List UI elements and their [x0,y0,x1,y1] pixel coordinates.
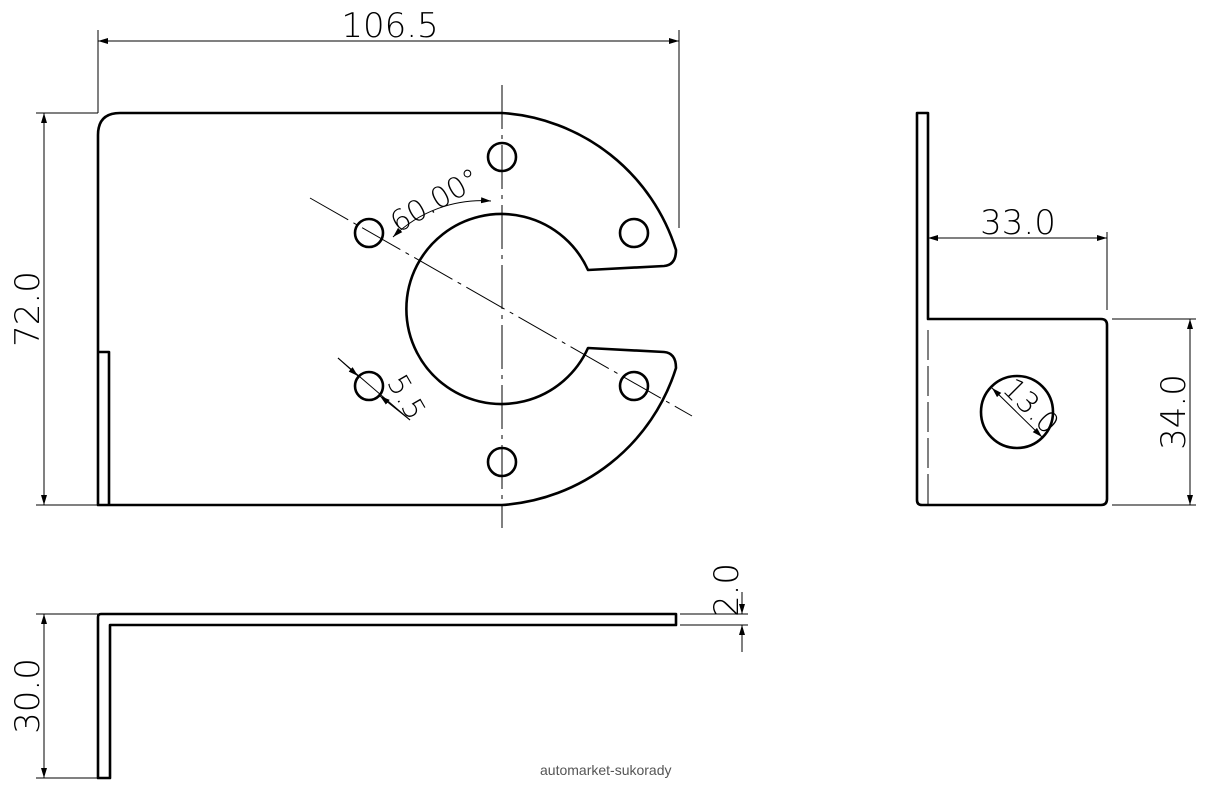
angle-dimension-label: 60.00° [384,161,485,239]
hole-diameter-arrow-b [379,395,411,421]
thickness-label: 2.0 [707,563,747,617]
mounting-hole-lower-left [353,370,385,402]
height-dimension-label: 72.0 [8,271,48,347]
hole-diameter-label: 5.5 [380,369,433,426]
side-view: 33.0 34.0 13.0 [915,111,1196,507]
mounting-hole-lower-right [618,370,650,402]
angle-dimension-arc [392,197,492,238]
side-hole-diameter-line [991,387,1043,438]
bracket-plate-outline [96,111,678,507]
mounting-hole-upper-left [353,217,385,249]
front-view: 106.5 72.0 60.00° 5.5 [8,6,693,528]
bottom-view: 2.0 30.0 [8,563,748,780]
width-dimension-label: 106.5 [341,6,438,46]
slot-axis-centerline [309,197,693,417]
mounting-hole-upper-right [618,217,650,249]
flange-edge [98,350,111,505]
hole-diameter-arrow-a [337,357,359,377]
watermark-text: automarket-sukorady [540,762,672,778]
side-width-label: 33.0 [980,203,1056,243]
side-bracket-outline [915,111,1109,507]
side-height-label: 34.0 [1154,374,1194,450]
side-hole-diameter-label: 13.0 [996,371,1066,441]
bottom-bracket-outline [96,612,678,780]
side-hole [979,374,1055,450]
flange-height-label: 30.0 [8,658,48,734]
